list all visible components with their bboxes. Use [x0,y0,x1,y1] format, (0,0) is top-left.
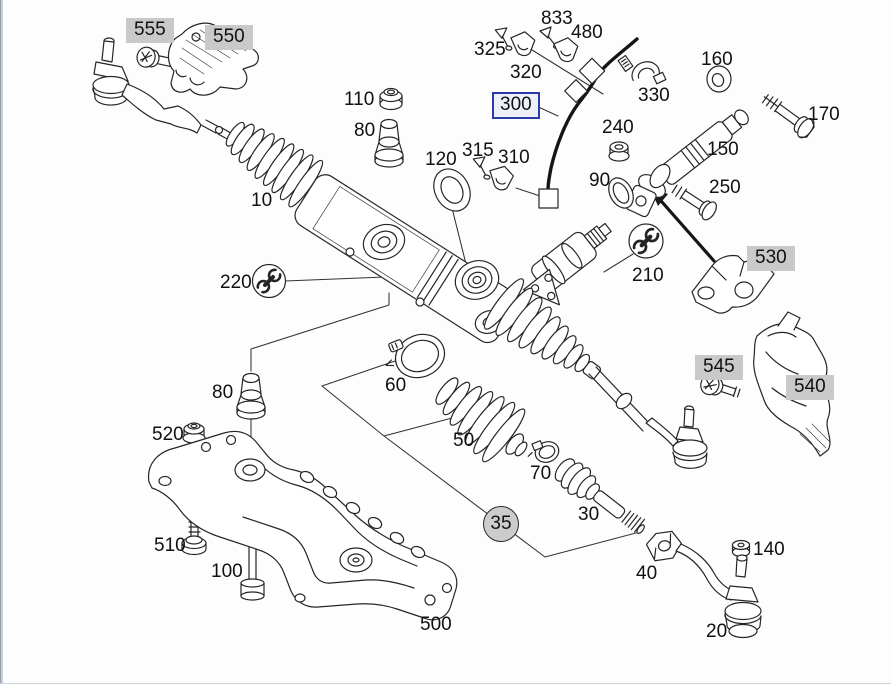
part-label-210[interactable]: 210 [632,265,664,286]
part-10-steering-gear [92,37,708,469]
part-310-sensor [489,165,514,191]
part-80-top-bushing [374,118,404,168]
part-315-pin [472,156,491,180]
part-label-540[interactable]: 540 [786,375,834,400]
part-label-250[interactable]: 250 [709,177,741,198]
part-label-530[interactable]: 530 [747,246,795,271]
part-40-nut [645,530,682,562]
part-250-bolt [671,184,717,221]
part-label-300[interactable]: 300 [492,92,540,119]
part-label-500[interactable]: 500 [420,614,452,635]
part-325-pin [494,27,513,51]
part-110-nut [379,87,403,111]
part-240-nut [608,141,630,162]
part-120-seal-ring [433,168,471,212]
part-500-subframe [147,430,458,621]
part-label-330[interactable]: 330 [638,85,670,106]
part-label-35[interactable]: 35 [483,506,519,542]
part-label-100[interactable]: 100 [211,561,243,582]
tool-wrench-icon-220 [251,263,287,299]
part-20-tie-rod-end [675,543,762,639]
part-label-315[interactable]: 315 [462,140,494,161]
part-80-bottom-bushing [236,372,266,420]
part-label-310[interactable]: 310 [498,147,530,168]
part-label-325[interactable]: 325 [474,39,506,60]
part-480-sensor [553,37,579,63]
part-160-grommet [706,65,732,93]
part-label-80-top[interactable]: 80 [354,120,376,141]
part-30-inner-tie-rod [554,458,646,534]
part-label-30[interactable]: 30 [578,504,600,525]
part-70-clamp [527,440,560,463]
part-label-110[interactable]: 110 [344,89,375,110]
part-label-510[interactable]: 510 [154,535,186,556]
part-label-120[interactable]: 120 [425,149,457,170]
part-label-555[interactable]: 555 [126,18,174,43]
part-label-70[interactable]: 70 [530,463,552,484]
part-170-bolt [761,94,815,139]
part-label-20[interactable]: 20 [706,621,728,642]
part-100-bolt [240,517,265,601]
part-label-480[interactable]: 480 [571,22,603,43]
part-90-seal [608,177,634,209]
part-520-nut [182,422,206,444]
part-label-160[interactable]: 160 [701,49,733,70]
part-label-140[interactable]: 140 [753,539,785,560]
part-label-545[interactable]: 545 [695,355,743,380]
part-510-bolt [181,517,207,556]
part-label-550[interactable]: 550 [205,25,253,50]
part-label-40[interactable]: 40 [636,563,658,584]
part-330-clamp [617,54,667,85]
tool-wrench-icon-210 [628,223,664,259]
part-label-220[interactable]: 220 [220,272,252,293]
part-60-clamp [385,333,446,379]
window-left-edge [0,0,3,684]
part-label-50[interactable]: 50 [453,430,475,451]
part-label-150[interactable]: 150 [707,139,739,160]
part-label-520[interactable]: 520 [152,424,184,445]
part-150-intermediate-shaft [625,109,749,218]
part-label-90[interactable]: 90 [589,170,611,191]
part-label-60[interactable]: 60 [385,375,407,396]
part-label-240[interactable]: 240 [602,117,634,138]
part-label-170[interactable]: 170 [808,104,840,125]
part-50-boot [435,377,528,463]
part-320-sensor [510,31,536,57]
part-label-833[interactable]: 833 [541,8,573,29]
part-label-10[interactable]: 10 [251,190,273,211]
part-label-80-bottom[interactable]: 80 [212,382,234,403]
part-300-wiring-harness [538,37,639,209]
part-label-320[interactable]: 320 [510,62,542,83]
part-140-nut [731,539,751,558]
